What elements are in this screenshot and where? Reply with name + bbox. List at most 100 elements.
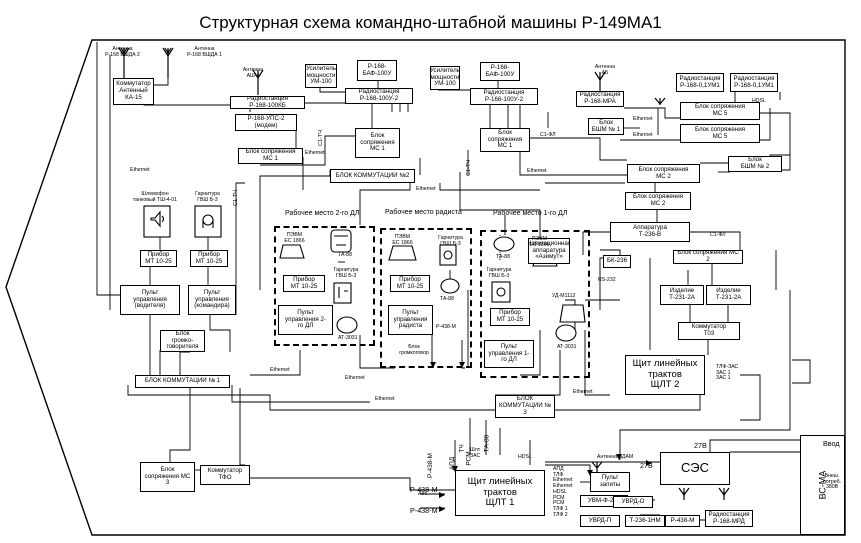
label-v-c1-tch-1: С1-ТЧ	[232, 190, 239, 206]
label-shlt1-outputs: АПД ТЛФ Ethernet Ethernet HDSL РСМ РСМ Т…	[553, 466, 573, 518]
block-ka15: Коммутатор Антенный КА-15	[113, 78, 154, 105]
block-mt-left: Прибор МТ 10-25	[140, 250, 177, 267]
label-shlt2-outputs: ТЛФ-ЗАС ЗАС 1 ЗАС 1	[716, 364, 739, 382]
label-shlt-btm: Шлт ЗАС	[470, 447, 481, 459]
label-ethernet-9: Ethernet	[573, 389, 593, 395]
block-r168-100kb: Радиостанция Р-168-100КБ	[230, 96, 305, 109]
block-um100-right: Усилитель мощности УМ-100	[430, 66, 460, 90]
block-bk2: БЛОК КОММУТАЦИИ №2	[330, 169, 415, 183]
label-ethernet-5: Ethernet	[527, 168, 547, 174]
block-mt-dl1: Прибор МТ 10-25	[490, 308, 530, 326]
zone-radist	[380, 228, 472, 368]
label-ta88-rad: ТА-88	[440, 296, 454, 302]
label-27v-a: 27В	[694, 441, 707, 450]
block-bs-ms3: Блок сопряжения МС 3	[140, 462, 195, 492]
label-vnesh: Внеш. потреб. 380В	[822, 473, 842, 491]
block-ups2: Р-168-УПС-2 (модем)	[235, 114, 297, 131]
label-r438m-left1: Р-438-М	[410, 485, 438, 494]
block-ses: СЭС	[660, 452, 730, 485]
label-pc-dl1: ПЭВМ ЕС 1866	[529, 236, 550, 248]
label-ethernet-4: Ethernet	[633, 132, 653, 138]
block-bk236: БК-236	[603, 255, 631, 268]
label-at3031-dl1: АТ-3031	[557, 344, 577, 350]
block-mt-rad: Прибор МТ 10-25	[390, 275, 430, 292]
label-27v-b: 27В	[640, 461, 653, 470]
label-at3031-dl2: АТ-3031	[338, 335, 358, 341]
zone-dl1	[480, 230, 590, 378]
block-shlt2: Щит линейных трактов ЩЛТ 2	[625, 355, 705, 395]
block-mt-right: Прибор МТ 10-25	[190, 250, 228, 267]
label-ant: Ант.	[418, 491, 428, 497]
label-pc-dl2: ПЭВМ ЕС 1866	[284, 232, 305, 244]
block-t03: Коммутатор Т03	[678, 322, 740, 340]
label-ant-ag: Антенна АБ	[594, 64, 616, 76]
block-bs-ms1-left: Блок сопряжения МС 1	[355, 128, 400, 158]
block-bshm1: Блок БШМ № 1	[588, 118, 624, 135]
block-r438m: Р-438-М	[665, 515, 700, 527]
block-gum1-a: Радиостанция Р-168-0,1УМ1	[676, 73, 724, 92]
label-c1-fl: С1-ФЛ	[540, 132, 556, 138]
block-bs-ms2-c: Блок сопряжения МС 2	[673, 250, 743, 264]
block-r168-100u2-right: Радиостанция Р-168-100У-2	[470, 88, 538, 105]
label-r438m-left2: Р-438-М	[410, 506, 438, 515]
label-v-c1-tch-3: С1-ТЧ	[465, 160, 472, 176]
zone-radist-title: Рабочее место радиста	[385, 209, 462, 216]
block-bs-ms2-a: Блок сопряжения МС 2	[627, 164, 700, 183]
label-ta88-dl1: ТА-88	[496, 254, 510, 260]
block-uvrd-o: УВРД-О	[613, 496, 653, 508]
zone-dl2-title: Рабочее место 2-го ДЛ	[285, 210, 360, 217]
block-mt-dl2: Прибор МТ 10-25	[283, 275, 325, 292]
label-ant-vsha1: Антенна Р-168 ВШДА 1	[187, 46, 222, 58]
block-pult-kom: Пульт управления (командира)	[188, 285, 236, 315]
label-pc-rad: ПЭВМ ЕС 1866	[392, 234, 413, 246]
label-v-r438m: Р-438-М	[426, 453, 434, 478]
block-azimut: Навигационная аппаратура «Азимут»	[528, 238, 570, 264]
label-ta88-dl2: ТА-88	[338, 252, 352, 258]
block-uvrd-p: УВРД-П	[580, 515, 620, 527]
label-mic-left: Шлемофон танковый ТШ-4-01	[132, 191, 178, 203]
block-bs-ms5-a: Блок сопряжения МС 5	[680, 102, 760, 120]
label-ethernet-3: Ethernet	[633, 116, 653, 122]
label-ant-vsham: Антенна ВДАМ	[597, 454, 634, 460]
device-icons	[143, 205, 611, 484]
zone-dl2	[274, 226, 375, 346]
page-title: Структурная схема командно-штабной машин…	[199, 13, 662, 32]
label-ant-ash4: Антенна АШ-4	[242, 67, 264, 79]
block-baf100u-right: Р-168- БАФ-100У	[480, 62, 520, 81]
label-ud-m1112: УД-М1112	[552, 293, 576, 299]
zone-dl1-title: Рабочее место 1-го ДЛ	[493, 210, 568, 217]
block-baf100u-left: Р-168- БАФ-100У	[357, 60, 397, 81]
block-t236-1nm: Т-236-1НМ	[625, 515, 665, 527]
block-gromko: Блок громко- говорителя	[160, 330, 205, 352]
block-r168mrd: Радиостанция Р-168-МРД	[705, 510, 753, 527]
label-v-apd: АПД	[449, 456, 457, 471]
label-ant-vsha2: Антенна Р-168 ВШДА 2	[105, 46, 140, 58]
block-bk1: БЛОК КОММУТАЦИИ № 1	[135, 375, 230, 388]
block-t231-a: Изделие Т-231-2А	[660, 285, 704, 305]
vehicle-outline	[5, 39, 846, 536]
label-v-tch: ТЧ	[458, 444, 466, 453]
block-pult-vod: Пульт управления (водителя)	[120, 285, 180, 315]
block-um100-left: Усилитель мощности УМ-100	[305, 64, 337, 88]
label-r438m-small: Р-438-М	[436, 324, 456, 330]
block-t231-b: Изделие Т-231-2А	[706, 285, 751, 305]
block-gum1-b: Радиостанция Р-168-0,1УМ1	[730, 73, 778, 92]
block-bshm2: Блок БШМ № 2	[728, 156, 782, 172]
block-bs-ms1-right: Блок сопряжения МС 1	[480, 128, 530, 152]
label-v-ta88: ТА-88	[483, 434, 491, 453]
block-bs-ms1-top: Блок сопряжения МС 1	[238, 148, 303, 164]
block-r168-100u2-left: Радиостанция Р-168-100У-2	[345, 88, 413, 104]
label-rs232: RS-232	[598, 277, 616, 283]
label-hdsl-top: HDSL	[752, 98, 766, 104]
block-bk3: БЛОК КОММУТАЦИИ № 3	[495, 395, 555, 418]
block-pult-rad: Пульт управления радиста	[388, 305, 433, 335]
label-ethernet-1: Ethernet	[130, 167, 150, 173]
label-blok-gromk: Блок громкоговор	[399, 344, 429, 356]
label-v-rsm: РСМ	[465, 451, 473, 466]
label-headset-rad: Гарнитура ГВШ Б-3	[438, 235, 463, 247]
label-v-c1-tch-2: С1-ТЧ	[317, 130, 324, 146]
label-headset-dl2: Гарнитура ГВШ Б-3	[333, 267, 359, 279]
label-hdsl-bottom: HDSL	[518, 454, 532, 460]
label-ethernet-6: Ethernet	[270, 367, 290, 373]
label-headset-dl1: Гарнитура ГВШ Б-3	[486, 267, 512, 279]
